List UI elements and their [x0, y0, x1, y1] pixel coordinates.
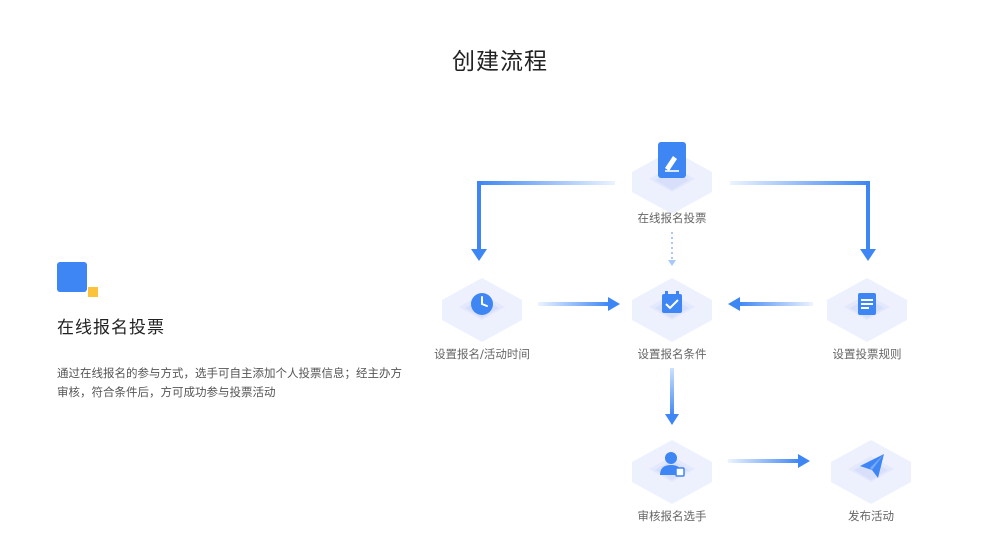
node-online-signup-vote [627, 142, 717, 222]
list-document-icon [858, 293, 876, 315]
document-icon [658, 142, 686, 178]
node-label-set-signup-time: 设置报名/活动时间 [434, 347, 530, 361]
paper-plane-icon [860, 454, 884, 478]
node-label-set-signup-conditions: 设置报名条件 [637, 347, 707, 361]
connector-dotted [668, 232, 676, 266]
vote-logo-icon [57, 262, 99, 298]
node-label-online-signup-vote: 在线报名投票 [637, 211, 707, 225]
info-description: 通过在线报名的参与方式，选手可自主添加个人投票信息；经主办方审核，符合条件后，方… [57, 366, 402, 399]
clock-icon [471, 293, 493, 315]
node-set-signup-time [437, 270, 527, 350]
node-label-set-vote-rules: 设置投票规则 [832, 347, 902, 361]
connector-bottom-right [728, 454, 810, 468]
node-label-review-candidates: 审核报名选手 [637, 509, 707, 523]
user-review-icon [660, 452, 685, 477]
calendar-check-icon [662, 291, 682, 313]
node-set-vote-rules [822, 270, 912, 350]
node-set-signup-conditions [627, 270, 717, 350]
connector-mid-left [538, 297, 620, 311]
connector-top-right [730, 181, 876, 261]
page-title: 创建流程 [452, 49, 548, 75]
info-title: 在线报名投票 [57, 318, 165, 338]
connector-down [665, 368, 679, 425]
node-review-candidates [627, 432, 717, 512]
connector-top-left [471, 181, 615, 261]
connector-mid-right [728, 297, 813, 311]
node-label-publish-activity: 发布活动 [848, 509, 894, 523]
node-publish-activity [826, 432, 916, 512]
